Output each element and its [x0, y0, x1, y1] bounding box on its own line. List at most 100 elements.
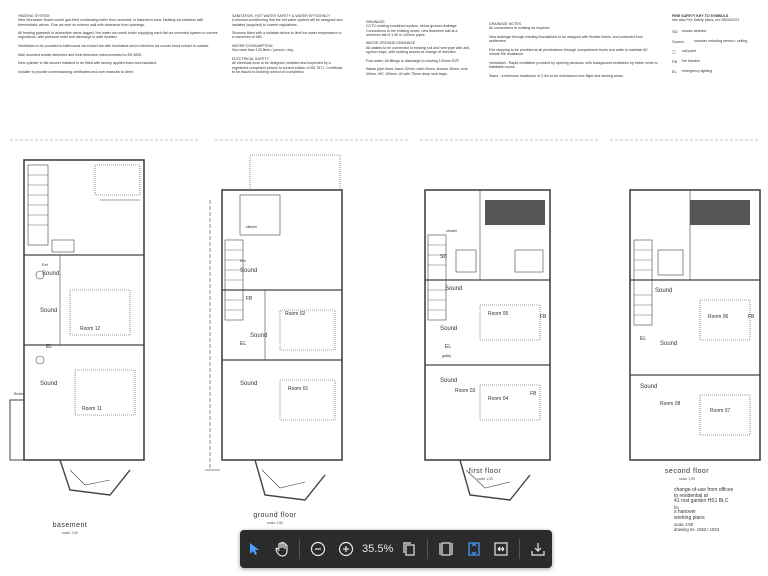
room-label: shower — [446, 229, 458, 233]
single-page-button[interactable] — [434, 537, 458, 561]
emergency-light-icon: EL — [672, 68, 677, 74]
floor-title: first floor — [468, 468, 502, 475]
fire-blanket-icon: FB — [530, 391, 537, 397]
emergency-light-icon: EL — [46, 344, 52, 350]
notes-heating: HEATING SYSTEM New Worcester Bosch combi… — [18, 14, 218, 74]
first-floor-plan — [424, 189, 551, 501]
title-line: 41 rost garden HS1 BLC — [674, 498, 729, 505]
sounder-icon: Sound — [445, 286, 462, 292]
room-label: Room 01 — [288, 386, 309, 392]
sounder-icon: Sound — [640, 384, 657, 390]
room-label: Boiler — [14, 391, 25, 396]
sounder-icon: Sound — [40, 308, 57, 314]
notes-drainage-2: DRAINAGE NOTES All connections to existi… — [489, 22, 658, 78]
zoom-level[interactable]: 35.5% — [362, 543, 394, 555]
room-label: Room 02 — [285, 311, 306, 317]
key-item: ▢call point — [672, 48, 697, 54]
hand-tool-button[interactable] — [270, 537, 294, 561]
title-line: scale 1:50 — [674, 521, 694, 527]
key-title: FIRE SAFETY KEY TO SYMBOLS — [672, 14, 729, 18]
sounder-icon: Sound — [42, 271, 59, 277]
copy-icon — [403, 542, 415, 556]
sounder-icon: Sound — [440, 326, 457, 332]
notes-sanitation: SANITATION, HOT WATER SAFETY & WATER EFF… — [232, 14, 343, 74]
room-label: Room 07 — [710, 408, 731, 414]
room-label: Room 11 — [82, 406, 102, 412]
sounder-icon: Sound — [655, 288, 672, 294]
download-icon — [531, 543, 545, 556]
room-label: galley — [442, 354, 451, 358]
sounder-icon: Sound — [440, 378, 457, 384]
fire-blanket-icon: FB — [246, 296, 253, 302]
emergency-light-icon: EL — [445, 344, 451, 350]
key-subtitle: see also Fire Safety plans, rev 05/09/20… — [672, 18, 740, 22]
fit-page-button[interactable] — [462, 537, 486, 561]
emergency-light-icon: EL — [640, 336, 646, 342]
sounder-icon: Sound — [250, 333, 267, 339]
floor-scale: scale 1:50 — [477, 477, 493, 481]
pointer-icon — [249, 543, 259, 555]
room-label: Room 08 — [660, 401, 681, 407]
fit-page-icon — [468, 542, 480, 556]
basement-plan — [9, 159, 145, 496]
floor-scale: scale 1:50 — [62, 531, 78, 535]
zoom-in-icon — [338, 541, 354, 557]
room-label: Ext — [240, 258, 247, 263]
title-line: s hanover — [674, 509, 696, 516]
floor-title: second floor — [664, 468, 710, 475]
smoke-detector-icon: SD — [440, 254, 447, 260]
fire-blanket-icon: FB — [540, 314, 547, 320]
title-line: for — [674, 504, 679, 510]
zoom-out-icon — [311, 541, 326, 557]
fit-width-icon — [494, 542, 509, 556]
floor-scale: scale 1:50 — [679, 477, 695, 481]
sounder-icon: Sound — [240, 268, 257, 274]
smoke-detector-icon: SD — [672, 28, 678, 34]
pointer-tool-button[interactable] — [242, 537, 266, 561]
title-line: to residential at — [674, 492, 708, 499]
room-label: Room 06 — [708, 314, 729, 320]
zoom-out-button[interactable] — [306, 537, 330, 561]
fire-safety-key: FIRE SAFETY KEY TO SYMBOLS see also Fire… — [672, 14, 762, 76]
sounder-icon: Sound — [672, 38, 684, 44]
single-page-icon — [439, 542, 453, 556]
ground-floor-plan — [205, 154, 343, 501]
emergency-light-icon: EL — [240, 341, 246, 347]
room-label: Room 03 — [455, 388, 476, 394]
room-label: kitchen — [246, 225, 257, 229]
copy-button[interactable] — [397, 537, 421, 561]
fire-blanket-icon: FB — [672, 58, 678, 64]
room-label: Ext — [42, 262, 49, 267]
title-line: change-of-use from offices — [674, 487, 734, 493]
sounder-icon: Sound — [240, 381, 257, 387]
title-line: working plans — [674, 514, 705, 521]
zoom-in-button[interactable] — [334, 537, 358, 561]
sounder-icon: Sound — [660, 341, 677, 347]
room-label: Room 04 — [488, 396, 509, 402]
fit-width-button[interactable] — [490, 537, 514, 561]
fire-blanket-icon: FB — [748, 314, 755, 320]
notes-drainage: DRAINAGE CCTV existing combined system, … — [366, 20, 471, 76]
toolbar-divider — [519, 539, 521, 559]
toolbar-divider — [299, 539, 301, 559]
drawing-number: drawing no. 1553 / 1033 — [674, 527, 719, 533]
hand-icon — [274, 541, 288, 557]
call-point-icon: ▢ — [672, 48, 676, 54]
second-floor-plan — [629, 189, 761, 461]
floor-title: ground floor — [253, 512, 297, 519]
room-label: Room 05 — [488, 311, 509, 317]
floor-title: basement — [52, 522, 88, 529]
sounder-icon: Sound — [40, 381, 57, 387]
room-label: Room 12 — [80, 326, 101, 332]
floor-scale: scale 1:50 — [267, 521, 283, 525]
viewer-toolbar: 35.5% — [240, 530, 552, 568]
toolbar-divider — [427, 539, 429, 559]
title-block: change-of-use from offices to residentia… — [674, 487, 764, 533]
download-button[interactable] — [526, 537, 550, 561]
